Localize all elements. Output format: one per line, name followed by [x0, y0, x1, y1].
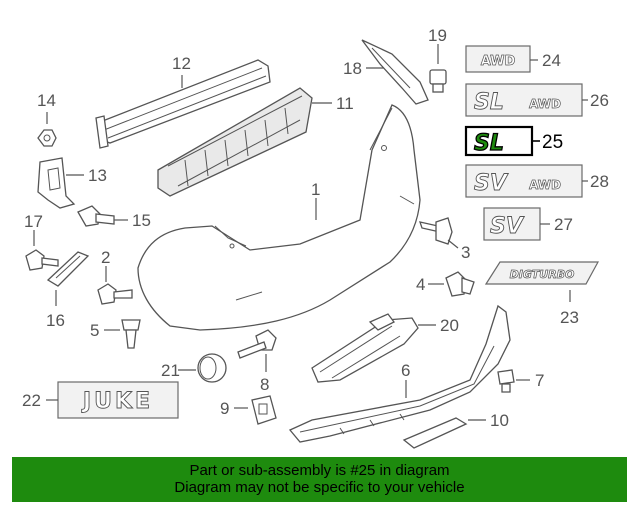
- part-17-bolt[interactable]: [25, 249, 59, 271]
- callout-24[interactable]: 24: [542, 51, 561, 70]
- callout-9[interactable]: 9: [220, 399, 229, 418]
- juke-emblem-text: JUKE: [81, 389, 153, 414]
- part-7-clip[interactable]: [497, 369, 515, 393]
- callout-19[interactable]: 19: [428, 26, 447, 45]
- callout-10[interactable]: 10: [490, 411, 509, 430]
- part-13-bracket[interactable]: [37, 157, 76, 209]
- part-22-juke-badge[interactable]: JUKE: [57, 381, 179, 419]
- part-26-sl-awd-badge[interactable]: SL AWD: [465, 83, 583, 117]
- part-18-bracket[interactable]: [361, 39, 429, 105]
- callout-27[interactable]: 27: [554, 215, 573, 234]
- part-10-trim-strip[interactable]: [402, 417, 468, 449]
- callout-17[interactable]: 17: [24, 212, 43, 231]
- callout-20[interactable]: 20: [440, 316, 459, 335]
- callout-1[interactable]: 1: [311, 180, 320, 199]
- part-8-bolt[interactable]: [237, 329, 277, 359]
- part-14-nut[interactable]: [37, 129, 57, 147]
- part-15-bolt[interactable]: [77, 205, 115, 227]
- part-21-cap[interactable]: [197, 353, 227, 383]
- part-4-grommet[interactable]: [445, 271, 475, 297]
- callout-3[interactable]: 3: [461, 243, 470, 262]
- sv-plain-emblem-text: SV: [490, 214, 525, 239]
- sv-awd-emblem-text: AWD: [529, 178, 561, 192]
- callout-5[interactable]: 5: [90, 321, 99, 340]
- callout-8[interactable]: 8: [260, 375, 269, 394]
- part-24-awd-badge[interactable]: AWD: [465, 45, 531, 73]
- callout-28[interactable]: 28: [590, 172, 609, 191]
- callout-15[interactable]: 15: [132, 211, 151, 230]
- callout-21[interactable]: 21: [161, 361, 180, 380]
- leader-3: [447, 239, 459, 249]
- callout-6[interactable]: 6: [401, 361, 410, 380]
- sl-awd-emblem-text: AWD: [529, 97, 561, 111]
- callout-26[interactable]: 26: [590, 91, 609, 110]
- part-19-clip[interactable]: [429, 69, 447, 93]
- part-11-absorber[interactable]: [157, 87, 313, 197]
- callout-7[interactable]: 7: [535, 371, 544, 390]
- digturbo-emblem-text: DIGTURBO: [510, 268, 575, 281]
- part-23-digturbo-badge[interactable]: DIGTURBO: [484, 261, 600, 285]
- part-28-sv-awd-badge[interactable]: SV AWD: [465, 164, 583, 198]
- callout-22[interactable]: 22: [22, 391, 41, 410]
- callout-2[interactable]: 2: [101, 248, 110, 267]
- callout-12[interactable]: 12: [172, 54, 191, 73]
- part-3-grommet[interactable]: [419, 217, 453, 245]
- callout-4[interactable]: 4: [416, 275, 425, 294]
- callout-11[interactable]: 11: [336, 94, 354, 113]
- sv-emblem-text: SV: [474, 171, 509, 196]
- callout-14[interactable]: 14: [37, 91, 56, 110]
- callout-25[interactable]: 25: [542, 132, 563, 153]
- footer-banner: Part or sub-assembly is #25 in diagram D…: [12, 457, 627, 502]
- part-5-clip[interactable]: [121, 319, 141, 349]
- part-2-bolt[interactable]: [97, 283, 133, 305]
- part-1-bumper-cover[interactable]: [137, 104, 421, 331]
- awd-emblem-text: AWD: [481, 54, 516, 69]
- callout-18[interactable]: 18: [343, 59, 362, 78]
- part-27-sv-badge[interactable]: SV: [483, 207, 541, 241]
- part-20-reflector[interactable]: [311, 313, 419, 383]
- part-6-lower-valance[interactable]: [288, 304, 511, 443]
- footer-line-1: Part or sub-assembly is #25 in diagram: [189, 462, 450, 479]
- callout-23[interactable]: 23: [560, 308, 579, 327]
- part-16-strip[interactable]: [46, 251, 90, 287]
- part-12-reinforcement[interactable]: [95, 59, 271, 149]
- footer-line-2: Diagram may not be specific to your vehi…: [174, 479, 465, 496]
- part-9-bracket[interactable]: [251, 395, 277, 425]
- part-25-sl-badge[interactable]: SL: [464, 125, 534, 157]
- callout-13[interactable]: 13: [88, 166, 107, 185]
- sl-highlight-emblem-text: SL: [474, 131, 504, 156]
- sl-emblem-text: SL: [474, 90, 504, 115]
- callout-16[interactable]: 16: [46, 311, 65, 330]
